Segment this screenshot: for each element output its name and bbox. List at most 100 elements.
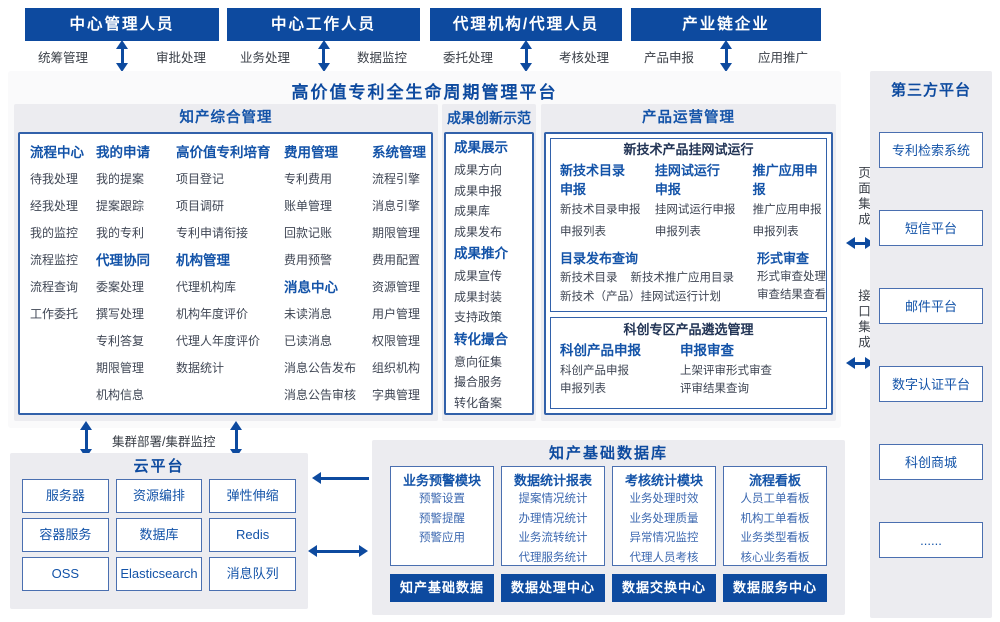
cloud-service-box: 服务器 <box>22 479 109 513</box>
cloud-service-box: 弹性伸缩 <box>209 479 296 513</box>
menu-item: 消息公告审核 <box>284 388 357 402</box>
new-tech-trial-box: 新技术产品挂网试运行 新技术目录 申报新技术目录申报申报列表挂网试运行 申报挂网… <box>550 138 827 312</box>
menu-item: 期限管理 <box>96 361 145 375</box>
role-group-center-staff: 中心工作人员 业务处理 数据监控 <box>227 8 420 72</box>
role-labels: 业务处理 数据监控 <box>227 47 420 66</box>
menu-item: 回款记账 <box>284 226 333 240</box>
role-label: 应用推广 <box>757 51 808 65</box>
group-items: 委案处理撰写处理专利答复期限管理机构信息 <box>96 274 176 409</box>
group-title: 转化撮合 <box>454 331 508 347</box>
menu-group: 申报审查上架评审形式审查评审结果查询 <box>680 340 772 398</box>
menu-item: 代理人年度评价 <box>176 334 261 348</box>
menu-group: 成果展示成果方向成果申报成果库成果发布 <box>454 136 532 242</box>
menu-column: 我的申请我的提案提案跟踪我的专利代理协同委案处理撰写处理专利答复期限管理机构信息 <box>96 139 176 413</box>
group-items: 未读消息已读消息消息公告发布消息公告审核 <box>284 301 372 409</box>
menu-item: 专利费用 <box>284 172 333 186</box>
group-items: 我的提案提案跟踪我的专利 <box>96 166 176 247</box>
role-labels: 产品申报 应用推广 <box>631 47 821 66</box>
role-label: 考核处理 <box>558 51 609 65</box>
menu-group: 转化撮合意向征集撮合服务转化备案 <box>454 328 532 414</box>
menu-item: 成果申报 <box>454 183 503 198</box>
group-items: 预警设置预警提醒预警应用 <box>391 490 493 549</box>
menu-item: 形式审查处理 <box>757 271 826 283</box>
menu-item: 组织机构 <box>372 361 421 375</box>
section-achievement-demo: 成果创新示范 成果展示成果方向成果申报成果库成果发布成果推介成果宣传成果封装支持… <box>442 104 536 421</box>
group-title: 成果展示 <box>454 140 508 155</box>
data-center-bar: 数据交换中心 <box>612 574 716 602</box>
cloud-service-box: 容器服务 <box>22 518 109 552</box>
menu-item: 成果封装 <box>454 289 503 304</box>
menu-item: 数据统计 <box>176 361 225 375</box>
data-center-bar: 数据处理中心 <box>501 574 605 602</box>
menu-item: 我的监控 <box>30 226 79 240</box>
menu-item: 异常情况监控 <box>629 532 699 544</box>
menu-item: 业务处理时效 <box>629 493 699 505</box>
group-items: 人员工单看板机构工单看板业务类型看板核心业务看板 <box>724 490 826 565</box>
double-arrow-vertical-icon <box>116 40 128 72</box>
arrow-left-icon <box>312 472 370 484</box>
menu-group: 业务预警模块预警设置预警提醒预警应用 <box>390 466 494 566</box>
group-items: 新技术目录新技术推广应用目录新技术（产品）挂网试运行计划 <box>560 268 757 306</box>
menu-item: 经我处理 <box>30 199 79 213</box>
group-title: 费用管理 <box>284 145 338 160</box>
group-items: 项目登记项目调研专利申请衔接 <box>176 166 284 247</box>
menu-group: 挂网试运行 申报挂网试运行申报申报列表 <box>655 161 753 243</box>
menu-group: 费用管理专利费用账单管理回款记账费用预警 <box>284 139 372 274</box>
role-label: 统筹管理 <box>38 51 89 65</box>
menu-item: 委案处理 <box>96 280 145 294</box>
group-title: 机构管理 <box>176 253 230 268</box>
menu-item: 科创产品申报 <box>560 365 629 377</box>
role-labels: 委托处理 考核处理 <box>430 47 622 66</box>
menu-item: 审查结果查看 <box>757 289 826 301</box>
role-label: 业务处理 <box>240 51 291 65</box>
group-title: 业务预警模块 <box>402 473 481 488</box>
role-header: 产业链企业 <box>631 8 821 41</box>
achievement-demo-box: 成果展示成果方向成果申报成果库成果发布成果推介成果宣传成果封装支持政策转化撮合意… <box>444 132 534 415</box>
group-title: 推广应用申报 <box>752 163 818 197</box>
group-items: 形式审查处理审查结果查看 <box>757 268 826 304</box>
group-items: 推广应用申报申报列表 <box>753 199 826 243</box>
menu-item: 资源管理 <box>372 280 421 294</box>
group-title: 目录发布查询 <box>560 251 639 266</box>
menu-item: 费用配置 <box>372 253 421 267</box>
menu-item: 成果库 <box>454 204 491 218</box>
menu-item: 撰写处理 <box>96 307 145 321</box>
role-header: 中心管理人员 <box>25 8 219 41</box>
menu-group: 数据统计报表提案情况统计办理情况统计业务流转统计代理服务统计 <box>501 466 605 566</box>
menu-item: 办理情况统计 <box>518 512 588 525</box>
menu-group: 成果推介成果宣传成果封装支持政策 <box>454 242 532 328</box>
menu-item: 提案跟踪 <box>96 199 145 213</box>
menu-item: 专利申请衔接 <box>176 226 249 240</box>
menu-item: 挂网试运行申报 <box>654 204 736 216</box>
menu-group: 代理协同委案处理撰写处理专利答复期限管理机构信息 <box>96 247 176 409</box>
group-items: 上架评审形式审查评审结果查询 <box>680 362 772 398</box>
menu-item: 流程监控 <box>30 253 79 267</box>
menu-item: 字典管理 <box>372 388 421 402</box>
group-title: 数据统计报表 <box>513 473 592 488</box>
sub-box-title: 新技术产品挂网试运行 <box>623 142 754 157</box>
menu-group: 目录发布查询新技术目录新技术推广应用目录新技术（产品）挂网试运行计划 <box>560 249 757 306</box>
third-party-platform-box: ...... <box>879 522 983 558</box>
group-title: 高价值专利培育 <box>176 145 271 160</box>
menu-group: 系统管理流程引擎消息引擎期限管理费用配置资源管理用户管理权限管理组织机构字典管理 <box>372 139 431 409</box>
menu-group: 新技术目录 申报新技术目录申报申报列表 <box>560 161 655 243</box>
menu-item: 撮合服务 <box>454 375 503 389</box>
menu-item: 账单管理 <box>284 199 333 213</box>
ip-database-panel: 知产基础数据库 业务预警模块预警设置预警提醒预警应用数据统计报表提案情况统计办理… <box>372 440 845 615</box>
menu-item: 成果宣传 <box>454 269 503 283</box>
menu-item: 机构年度评价 <box>176 307 249 321</box>
third-party-platform-box: 数字认证平台 <box>879 366 983 402</box>
role-group-center-admin: 中心管理人员 统筹管理 审批处理 <box>25 8 219 72</box>
role-labels: 统筹管理 审批处理 <box>25 47 219 66</box>
third-party-platform-box: 科创商城 <box>879 444 983 480</box>
menu-row: 新技术目录 申报新技术目录申报申报列表挂网试运行 申报挂网试运行申报申报列表推广… <box>551 161 826 243</box>
menu-group: 高价值专利培育项目登记项目调研专利申请衔接 <box>176 139 284 247</box>
menu-item: 转化备案 <box>454 395 503 410</box>
data-center-bar: 知产基础数据 <box>390 574 494 602</box>
group-items: 代理机构库机构年度评价代理人年度评价数据统计 <box>176 274 284 382</box>
menu-group: 推广应用申报推广应用申报申报列表 <box>753 161 826 243</box>
menu-item: 申报列表 <box>654 226 701 238</box>
menu-item: 机构信息 <box>96 388 145 402</box>
sci-tech-selection-box: 科创专区产品遴选管理 科创产品申报科创产品申报申报列表申报审查上架评审形式审查评… <box>550 317 827 409</box>
